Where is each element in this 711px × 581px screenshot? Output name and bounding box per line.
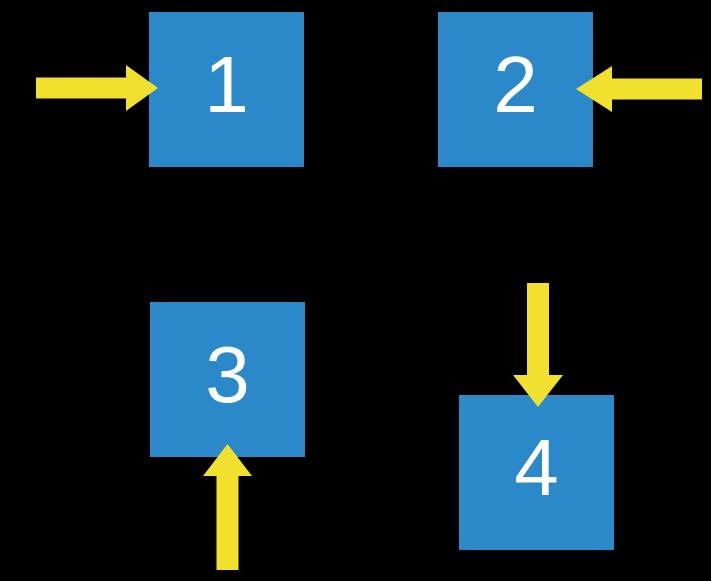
arrow-up-shape: [203, 444, 252, 570]
square-1[interactable]: 1: [149, 12, 304, 167]
arrow-right-icon: [36, 65, 158, 111]
arrow-down-shape: [513, 283, 563, 407]
square-1-label: 1: [204, 39, 249, 129]
arrow-left-icon: [576, 66, 702, 112]
arrow-down-icon: [513, 283, 563, 407]
arrow-right-shape: [36, 65, 158, 111]
square-3[interactable]: 3: [150, 302, 305, 457]
square-4[interactable]: 4: [459, 395, 614, 550]
square-4-label: 4: [514, 422, 559, 512]
arrow-left-shape: [576, 66, 702, 112]
square-2[interactable]: 2: [438, 12, 593, 167]
arrow-up-icon: [203, 444, 252, 570]
square-2-label: 2: [493, 39, 538, 129]
square-3-label: 3: [205, 329, 250, 419]
